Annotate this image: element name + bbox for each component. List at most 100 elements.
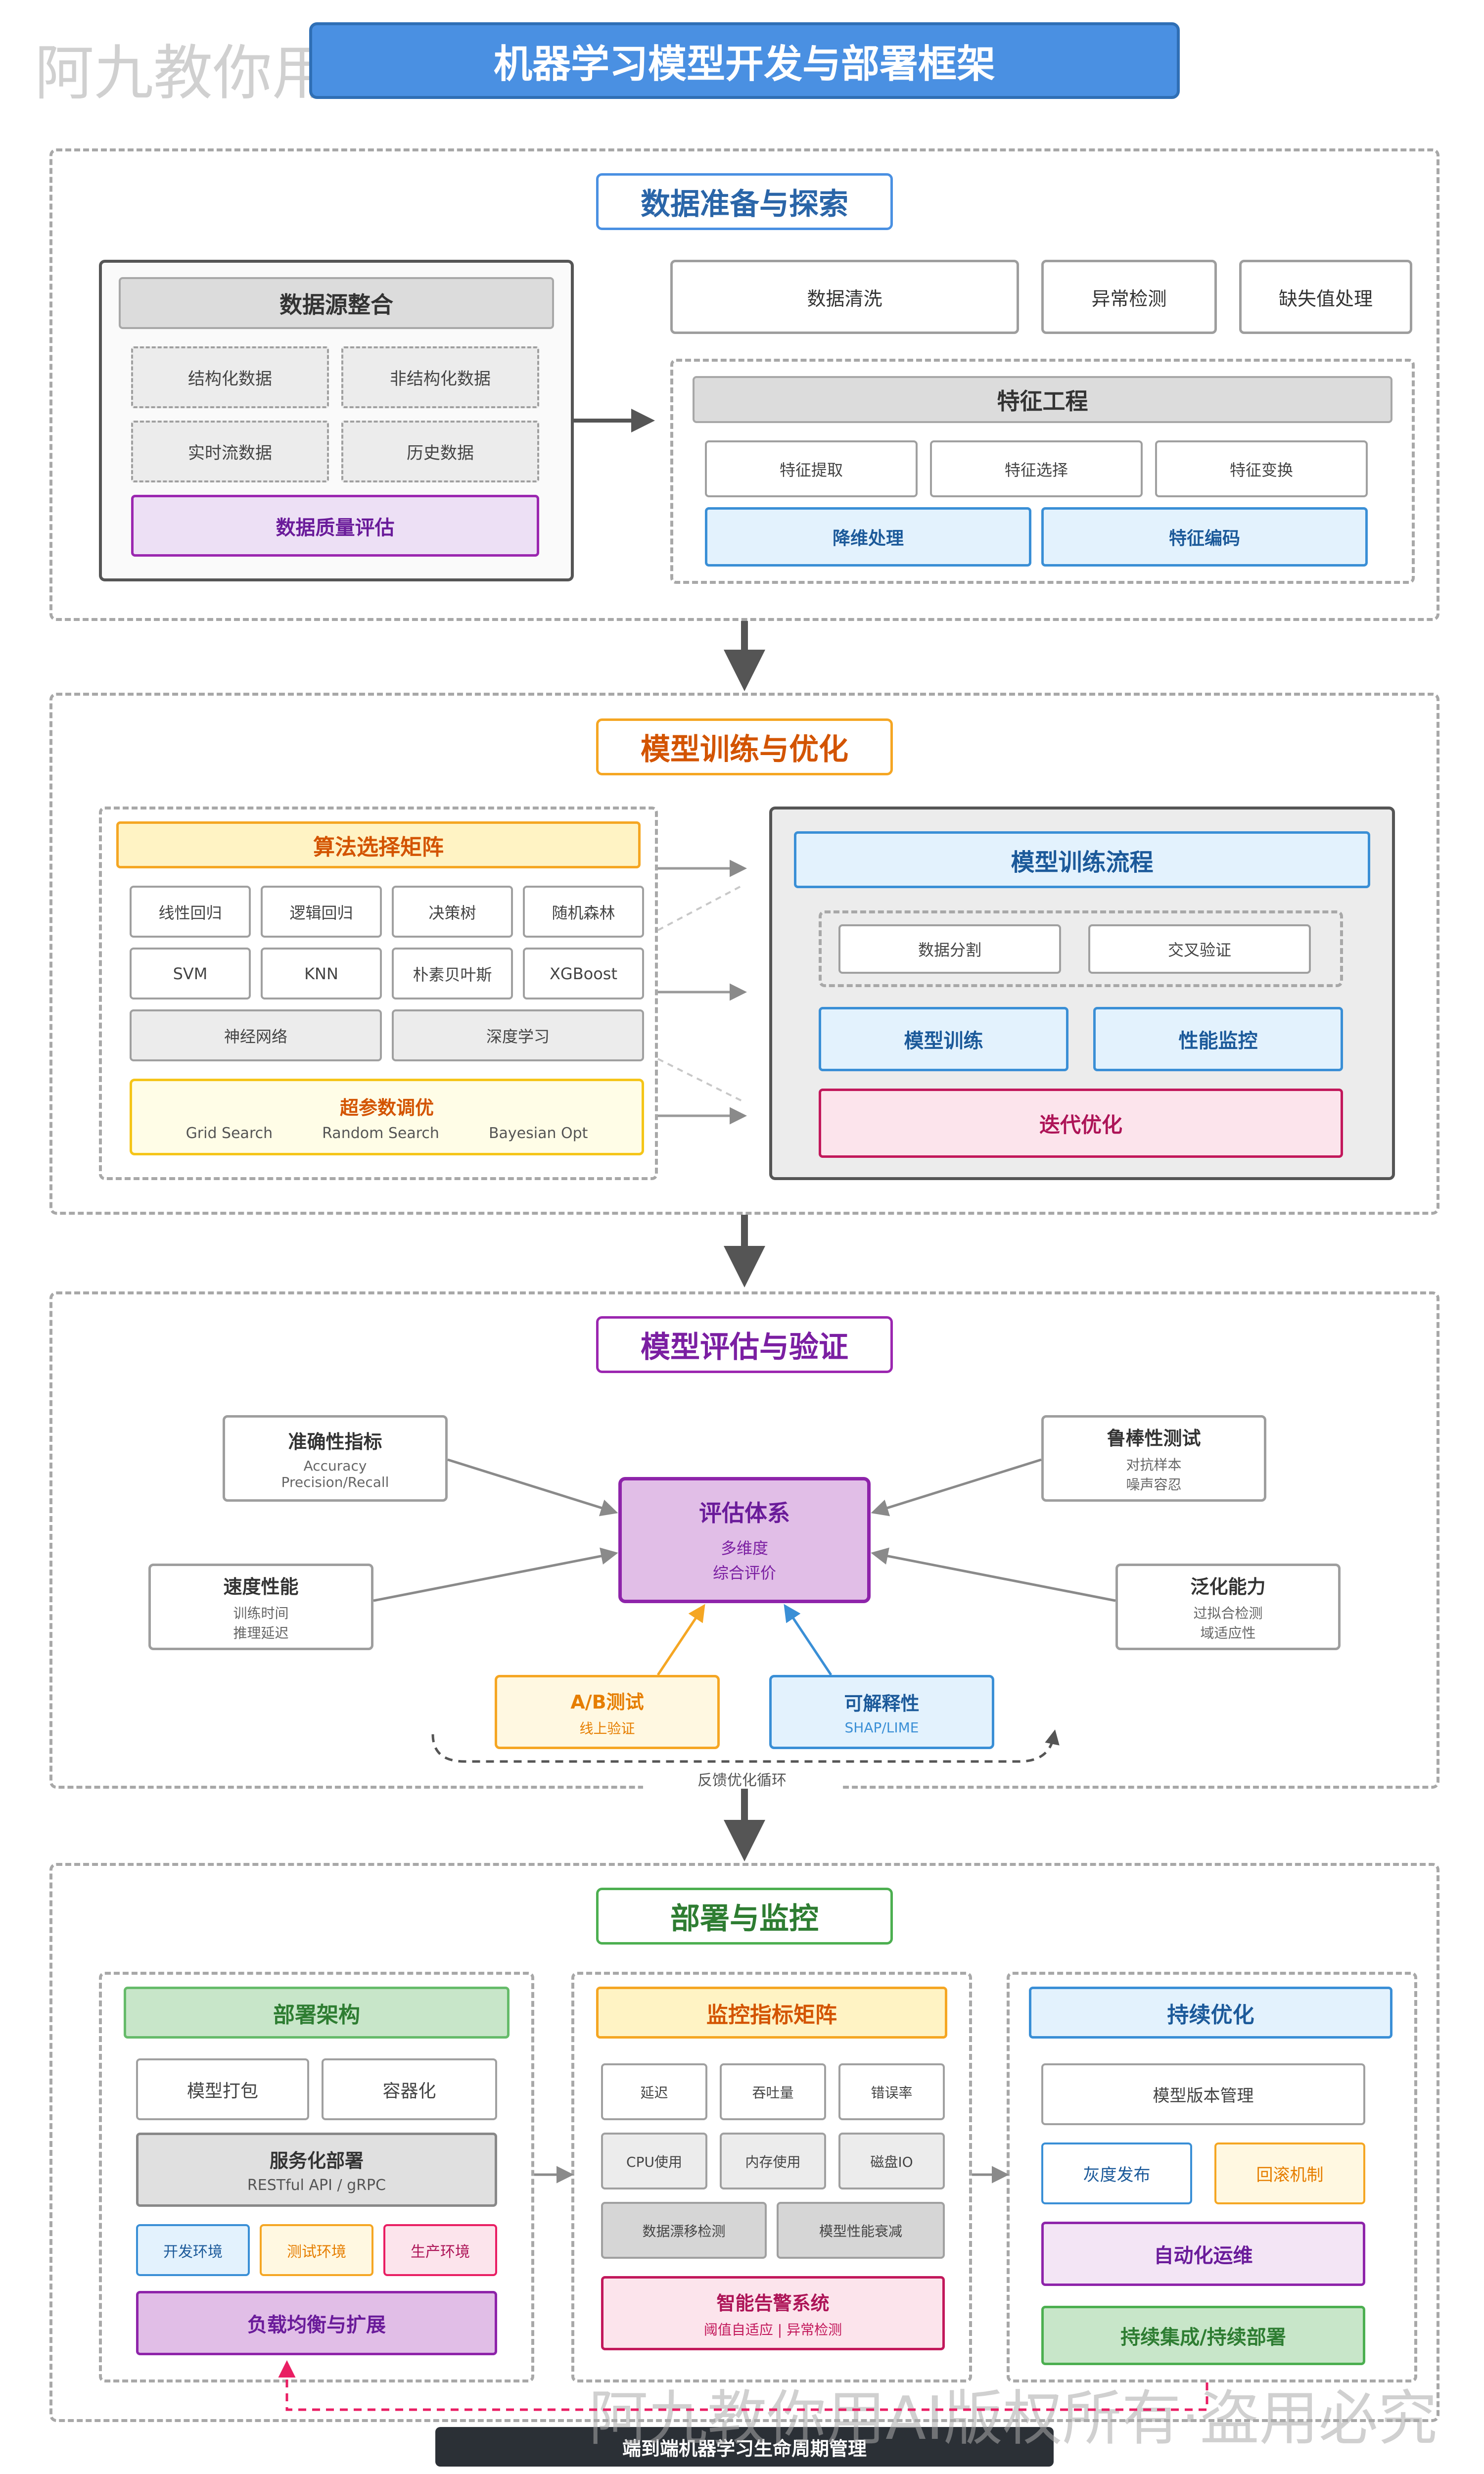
smart-alert-sub: 阈值自适应 | 异常检测 [703, 2321, 842, 2338]
gray-release-box[interactable]: 灰度发布 [1041, 2142, 1192, 2204]
section-data-prep-title: 数据准备与探索 [596, 173, 893, 230]
algo-svm[interactable]: SVM [130, 948, 251, 999]
algo-matrix-panel [99, 807, 658, 1180]
rollback-box[interactable]: 回滚机制 [1214, 2142, 1365, 2204]
algo-decision-tree[interactable]: 决策树 [392, 886, 513, 938]
feature-engineering-title: 特征工程 [693, 376, 1392, 423]
ab-test-title: A/B测试 [570, 1691, 644, 1713]
load-balance-box[interactable]: 负载均衡与扩展 [136, 2291, 497, 2355]
split-group [819, 910, 1343, 987]
service-deploy-box[interactable]: 服务化部署 RESTful API / gRPC [136, 2133, 497, 2207]
service-deploy-title: 服务化部署 [269, 2150, 364, 2172]
section-data-prep [49, 148, 1439, 621]
algo-naive-bayes[interactable]: 朴素贝叶斯 [392, 948, 513, 999]
metric-data-drift[interactable]: 数据漂移检测 [601, 2202, 767, 2259]
service-deploy-sub: RESTful API / gRPC [247, 2177, 386, 2194]
feature-select-box[interactable]: 特征选择 [930, 440, 1143, 497]
cross-validation-box[interactable]: 交叉验证 [1088, 924, 1311, 974]
eval-system-title: 评估体系 [699, 1499, 790, 1526]
metric-disk-io[interactable]: 磁盘IO [838, 2133, 945, 2189]
algo-matrix-title: 算法选择矩阵 [116, 821, 641, 868]
data-source-title: 数据源整合 [119, 277, 554, 329]
explainability-box[interactable]: 可解释性 SHAP/LIME [769, 1675, 994, 1749]
robustness-line2: 噪声容忍 [1126, 1476, 1182, 1493]
ab-test-sub: 线上验证 [579, 1720, 635, 1737]
algo-xgboost[interactable]: XGBoost [523, 948, 644, 999]
metric-latency[interactable]: 延迟 [601, 2063, 707, 2120]
cicd-box[interactable]: 持续集成/持续部署 [1041, 2306, 1365, 2365]
watermark-bottom: 阿九教你用AI版权所有·盗用必究 [589, 2384, 1438, 2453]
data-cleaning-box[interactable]: 数据清洗 [670, 260, 1019, 334]
algo-logistic-regression[interactable]: 逻辑回归 [261, 886, 382, 938]
missing-value-box[interactable]: 缺失值处理 [1239, 260, 1412, 334]
model-version-box[interactable]: 模型版本管理 [1041, 2063, 1365, 2125]
accuracy-line1: Accuracy [303, 1458, 367, 1474]
metric-memory[interactable]: 内存使用 [720, 2133, 826, 2189]
generalization-title: 泛化能力 [1190, 1576, 1266, 1598]
section-deploy [49, 1863, 1439, 2422]
hyper-grid-search: Grid Search [186, 1124, 273, 1142]
generalization-box[interactable]: 泛化能力 过拟合检测 域适应性 [1115, 1564, 1341, 1650]
source-history[interactable]: 历史数据 [341, 421, 539, 482]
metric-throughput[interactable]: 吞吐量 [720, 2063, 826, 2120]
perf-monitor-box[interactable]: 性能监控 [1093, 1007, 1343, 1071]
containerize-box[interactable]: 容器化 [322, 2058, 497, 2120]
data-split-box[interactable]: 数据分割 [838, 924, 1061, 974]
eval-system-box: 评估体系 多维度 综合评价 [618, 1477, 871, 1603]
feature-extract-box[interactable]: 特征提取 [705, 440, 918, 497]
source-stream[interactable]: 实时流数据 [131, 421, 329, 482]
feature-engineering-panel [670, 359, 1415, 584]
feature-transform-box[interactable]: 特征变换 [1155, 440, 1368, 497]
hyperparam-tuning-box[interactable]: 超参数调优 Grid Search Random Search Bayesian… [130, 1079, 644, 1155]
model-packaging-box[interactable]: 模型打包 [136, 2058, 309, 2120]
speed-line2: 推理延迟 [233, 1625, 289, 1641]
env-prod-box[interactable]: 生产环境 [383, 2224, 497, 2276]
eval-system-line2: 综合评价 [712, 1563, 776, 1582]
metric-error-rate[interactable]: 错误率 [838, 2063, 945, 2120]
iterative-opt-box[interactable]: 迭代优化 [819, 1089, 1343, 1158]
robustness-box[interactable]: 鲁棒性测试 对抗样本 噪声容忍 [1041, 1415, 1266, 1502]
feature-encoding-box[interactable]: 特征编码 [1041, 507, 1368, 567]
smart-alert-title: 智能告警系统 [716, 2292, 830, 2314]
env-test-box[interactable]: 测试环境 [260, 2224, 373, 2276]
explainability-title: 可解释性 [844, 1693, 920, 1714]
accuracy-line2: Precision/Recall [281, 1474, 389, 1490]
metric-model-decay[interactable]: 模型性能衰减 [777, 2202, 945, 2259]
eval-system-line1: 多维度 [720, 1538, 768, 1558]
algo-linear-regression[interactable]: 线性回归 [130, 886, 251, 938]
algo-knn[interactable]: KNN [261, 948, 382, 999]
speed-line1: 训练时间 [233, 1605, 289, 1621]
page-title: 机器学习模型开发与部署框架 [309, 22, 1180, 99]
auto-ops-box[interactable]: 自动化运维 [1041, 2222, 1365, 2286]
data-quality-button[interactable]: 数据质量评估 [131, 495, 539, 557]
smart-alert-box[interactable]: 智能告警系统 阈值自适应 | 异常检测 [601, 2276, 945, 2350]
section-training [49, 693, 1439, 1215]
ab-test-box[interactable]: A/B测试 线上验证 [495, 1675, 720, 1749]
dim-reduction-box[interactable]: 降维处理 [705, 507, 1031, 567]
section-training-title: 模型训练与优化 [596, 718, 893, 775]
algo-deep-learning[interactable]: 深度学习 [392, 1009, 644, 1061]
robustness-title: 鲁棒性测试 [1107, 1427, 1201, 1449]
continuous-opt-title: 持续优化 [1029, 1987, 1392, 2039]
section-evaluation-title: 模型评估与验证 [596, 1316, 893, 1373]
generalization-line1: 过拟合检测 [1193, 1605, 1263, 1621]
model-training-box[interactable]: 模型训练 [819, 1007, 1068, 1071]
speed-perf-box[interactable]: 速度性能 训练时间 推理延迟 [148, 1564, 373, 1650]
anomaly-detection-box[interactable]: 异常检测 [1041, 260, 1217, 334]
robustness-line1: 对抗样本 [1126, 1457, 1182, 1473]
metric-cpu[interactable]: CPU使用 [601, 2133, 707, 2189]
hyperparam-title: 超参数调优 [339, 1096, 434, 1119]
env-dev-box[interactable]: 开发环境 [136, 2224, 250, 2276]
monitor-metrics-title: 监控指标矩阵 [596, 1987, 947, 2039]
algo-neural-network[interactable]: 神经网络 [130, 1009, 382, 1061]
hyper-bayesian-opt: Bayesian Opt [488, 1124, 588, 1142]
section-deploy-title: 部署与监控 [596, 1888, 893, 1945]
explainability-sub: SHAP/LIME [844, 1719, 919, 1736]
deploy-arch-title: 部署架构 [124, 1987, 510, 2039]
source-structured[interactable]: 结构化数据 [131, 346, 329, 408]
source-unstructured[interactable]: 非结构化数据 [341, 346, 539, 408]
feedback-loop-label: 反馈优化循环 [643, 1766, 841, 1791]
training-flow-title: 模型训练流程 [794, 831, 1370, 888]
accuracy-metric-box[interactable]: 准确性指标 Accuracy Precision/Recall [223, 1415, 448, 1502]
algo-random-forest[interactable]: 随机森林 [523, 886, 644, 938]
